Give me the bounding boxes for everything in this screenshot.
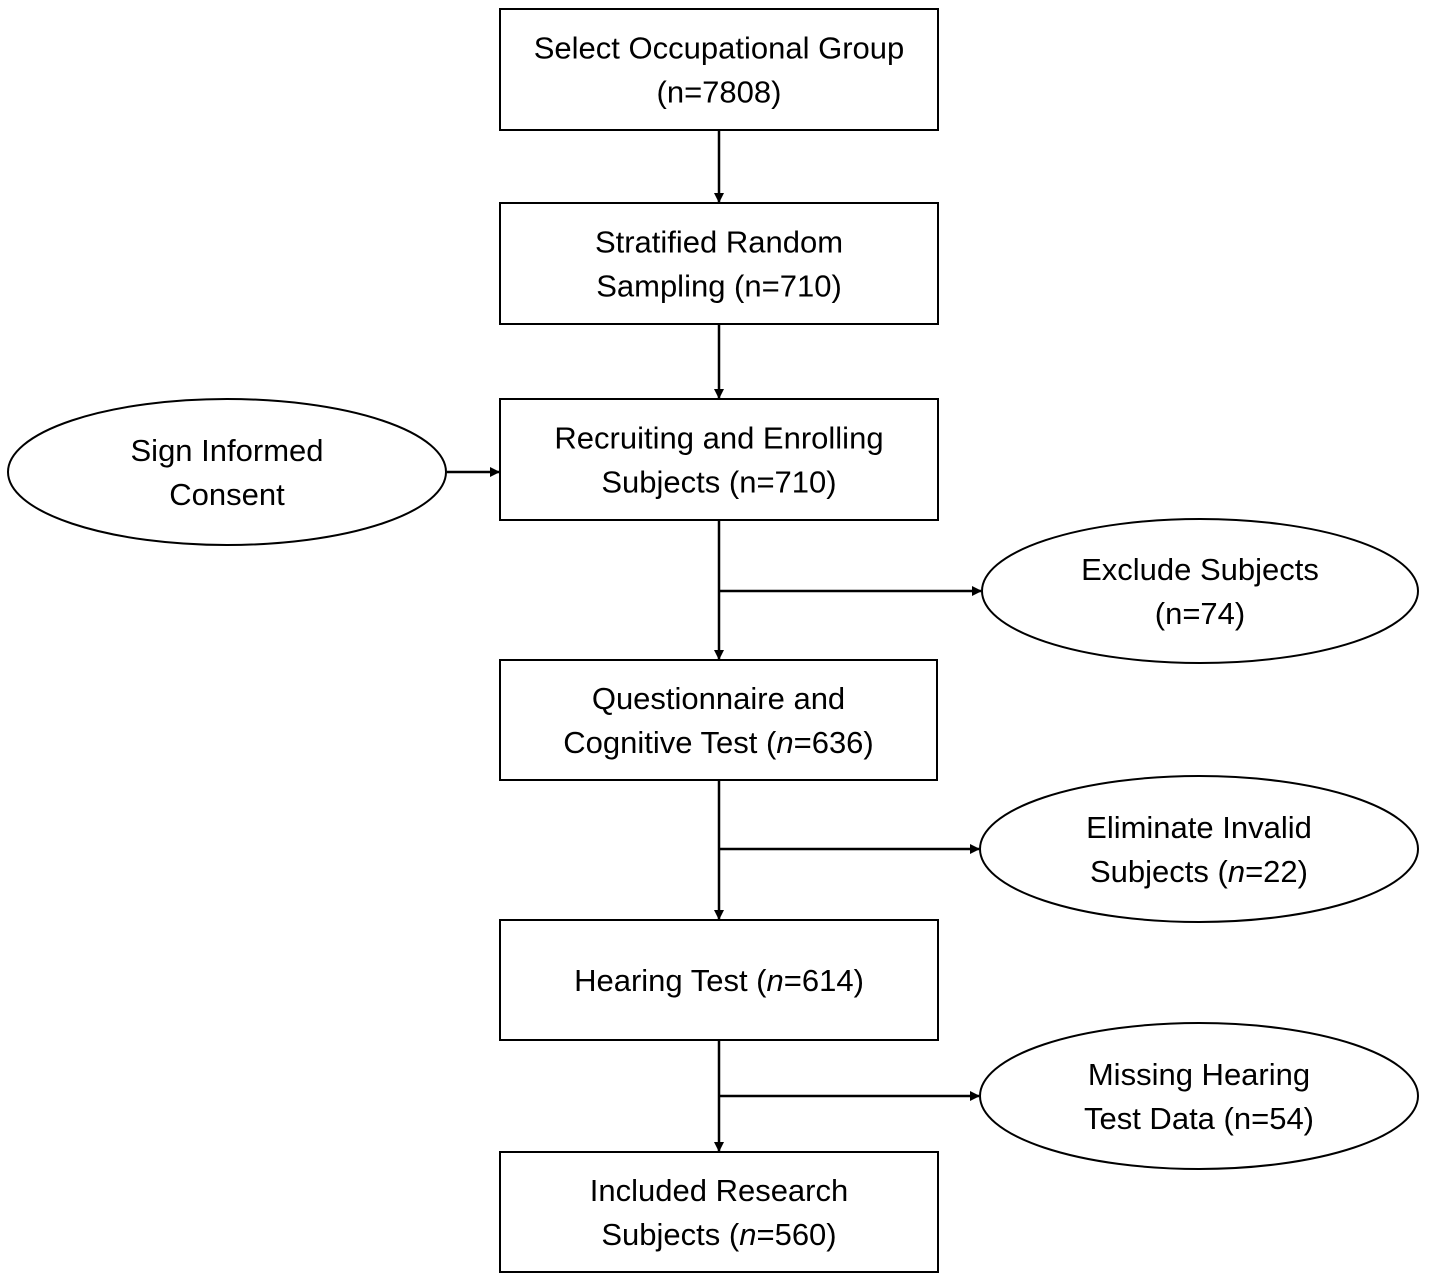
box-questionnaire-label-line-2: Cognitive Test (n=636)	[563, 725, 874, 760]
oval-eliminate-shape	[979, 775, 1419, 923]
box-included-label-line-2: Subjects (n=560)	[601, 1217, 836, 1252]
box-included-label-line-1: Included Research	[590, 1173, 849, 1208]
oval-exclude-label-line-2: (n=74)	[1155, 596, 1245, 631]
oval-missing-label-line-1: Missing Hearing	[1088, 1057, 1310, 1092]
box-questionnaire-label-line-1: Questionnaire and	[592, 681, 845, 716]
connectors-layer	[447, 130, 982, 1152]
box-sampling-shape	[499, 202, 939, 325]
oval-consent-label-line-1: Sign Informed	[131, 433, 324, 468]
oval-consent-label-line-2: Consent	[169, 477, 285, 512]
box-sampling-label-line-2: Sampling (n=710)	[596, 268, 842, 303]
oval-eliminate-label-line-2: Subjects (n=22)	[1090, 854, 1308, 889]
nodes-layer: Select Occupational Group (n=7808) Stratif…	[7, 8, 1419, 1273]
box-recruit-label-line-2: Subjects (n=710)	[601, 464, 836, 499]
oval-missing-label-line-2: Test Data (n=54)	[1084, 1101, 1314, 1136]
box-select-label-line-2: (n=7808)	[657, 74, 782, 109]
box-hearing: Hearing Test (n=614)	[499, 919, 939, 1041]
box-recruit-label-line-1: Recruiting and Enrolling	[554, 420, 883, 455]
oval-missing-shape	[979, 1022, 1419, 1170]
box-select: Select Occupational Group (n=7808)	[499, 8, 939, 131]
box-hearing-label-line-1: Hearing Test (n=614)	[574, 963, 864, 998]
box-hearing-shape	[499, 919, 939, 1041]
box-included-shape	[499, 1151, 939, 1273]
box-sampling-label-line-1: Stratified Random	[595, 224, 843, 259]
oval-eliminate-label-line-1: Eliminate Invalid	[1086, 810, 1312, 845]
box-select-label-line-1: Select Occupational Group	[534, 30, 905, 65]
box-recruit-shape	[499, 398, 939, 521]
oval-exclude: Exclude Subjects (n=74)	[981, 518, 1419, 664]
box-select-shape	[499, 8, 939, 131]
oval-exclude-label-line-1: Exclude Subjects	[1081, 552, 1319, 587]
box-questionnaire-shape	[499, 659, 938, 781]
oval-consent-shape	[7, 398, 447, 546]
oval-exclude-shape	[981, 518, 1419, 664]
